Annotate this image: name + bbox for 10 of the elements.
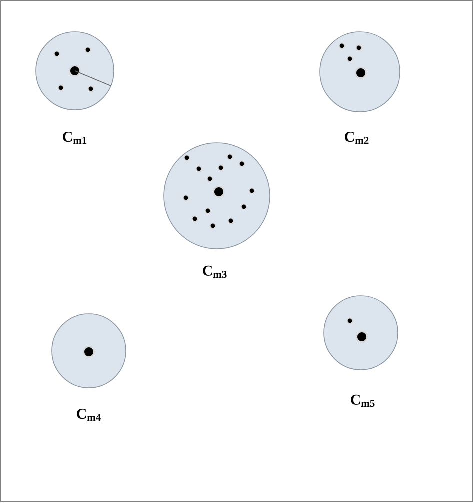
cluster-circle <box>164 142 270 250</box>
cluster-label: C$_{m3}$ <box>203 266 227 278</box>
cluster-circle <box>324 296 398 370</box>
cluster-circle <box>52 314 126 388</box>
cluster-label: C$_{m5}$ <box>351 394 375 408</box>
cluster-label: C$_{m1}$ <box>63 132 87 144</box>
cluster-label: C$_{m2}$ <box>345 132 369 144</box>
cluster-circle <box>36 32 114 110</box>
cluster-circle <box>320 32 400 112</box>
cluster-label: C$_{m4}$ <box>77 408 101 422</box>
